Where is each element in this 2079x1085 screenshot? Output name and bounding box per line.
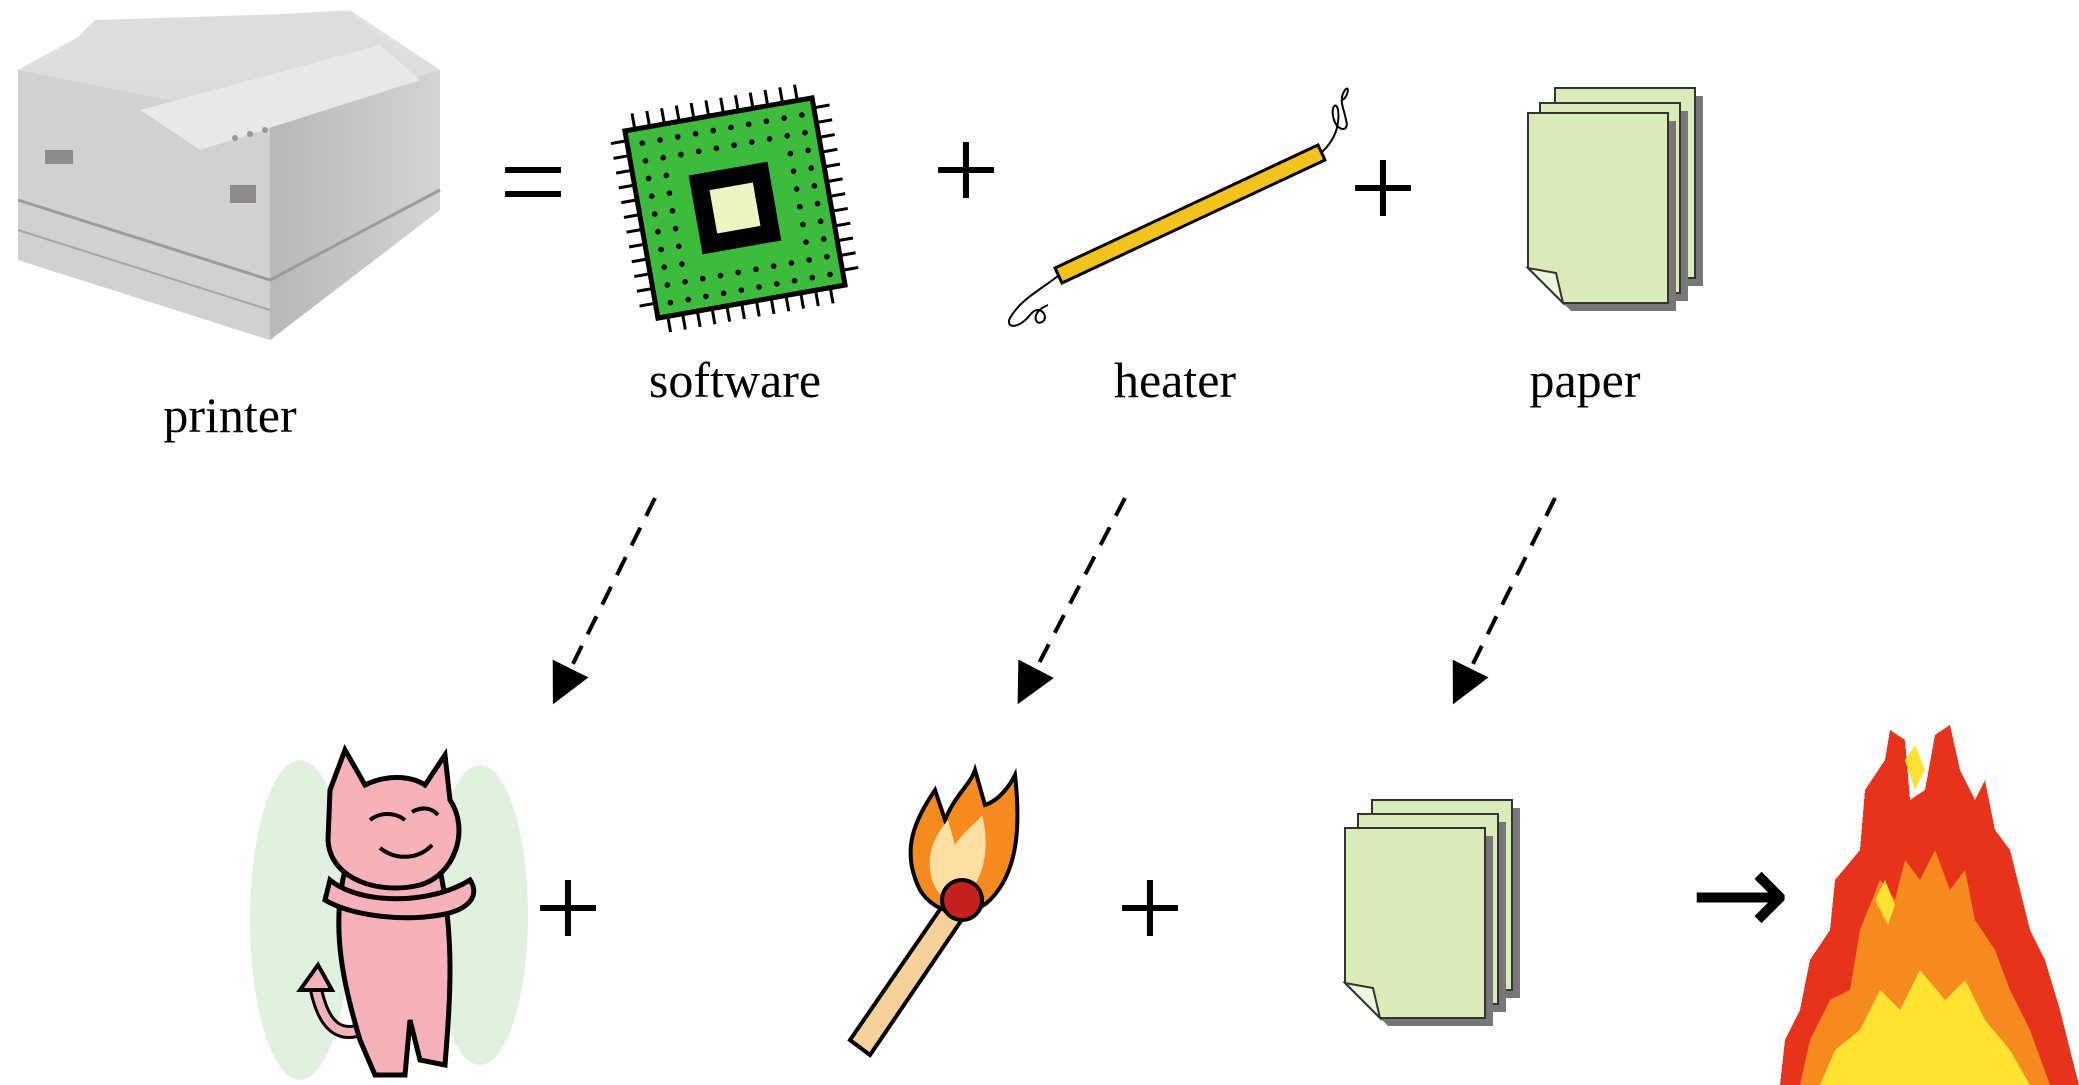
devil-icon	[250, 744, 528, 1080]
fire-icon	[1780, 725, 2079, 1085]
plus-sign-4: +	[1116, 841, 1184, 974]
printer-icon	[17, 10, 441, 340]
circuit-chip-icon	[610, 84, 859, 333]
heating-element-icon	[1007, 87, 1349, 327]
plus-sign-3: +	[534, 841, 602, 974]
paper-label: paper	[1529, 352, 1640, 408]
heater-label: heater	[1114, 352, 1236, 408]
dashed-arrow-software-to-devil	[552, 497, 657, 705]
dashed-arrow-heater-to-match	[1017, 497, 1127, 705]
result-arrow: →	[1690, 825, 1791, 964]
printer-label: printer	[163, 387, 297, 443]
paper-stack-icon-bottom	[1342, 799, 1520, 1026]
lit-match-icon	[847, 763, 1020, 1058]
plus-sign-1: +	[932, 103, 1000, 236]
dashed-arrow-paper-to-paper	[1452, 497, 1557, 705]
plus-sign-2: +	[1349, 121, 1417, 254]
software-label: software	[649, 352, 821, 408]
equals-sign: =	[499, 115, 567, 248]
paper-stack-icon	[1525, 87, 1703, 311]
